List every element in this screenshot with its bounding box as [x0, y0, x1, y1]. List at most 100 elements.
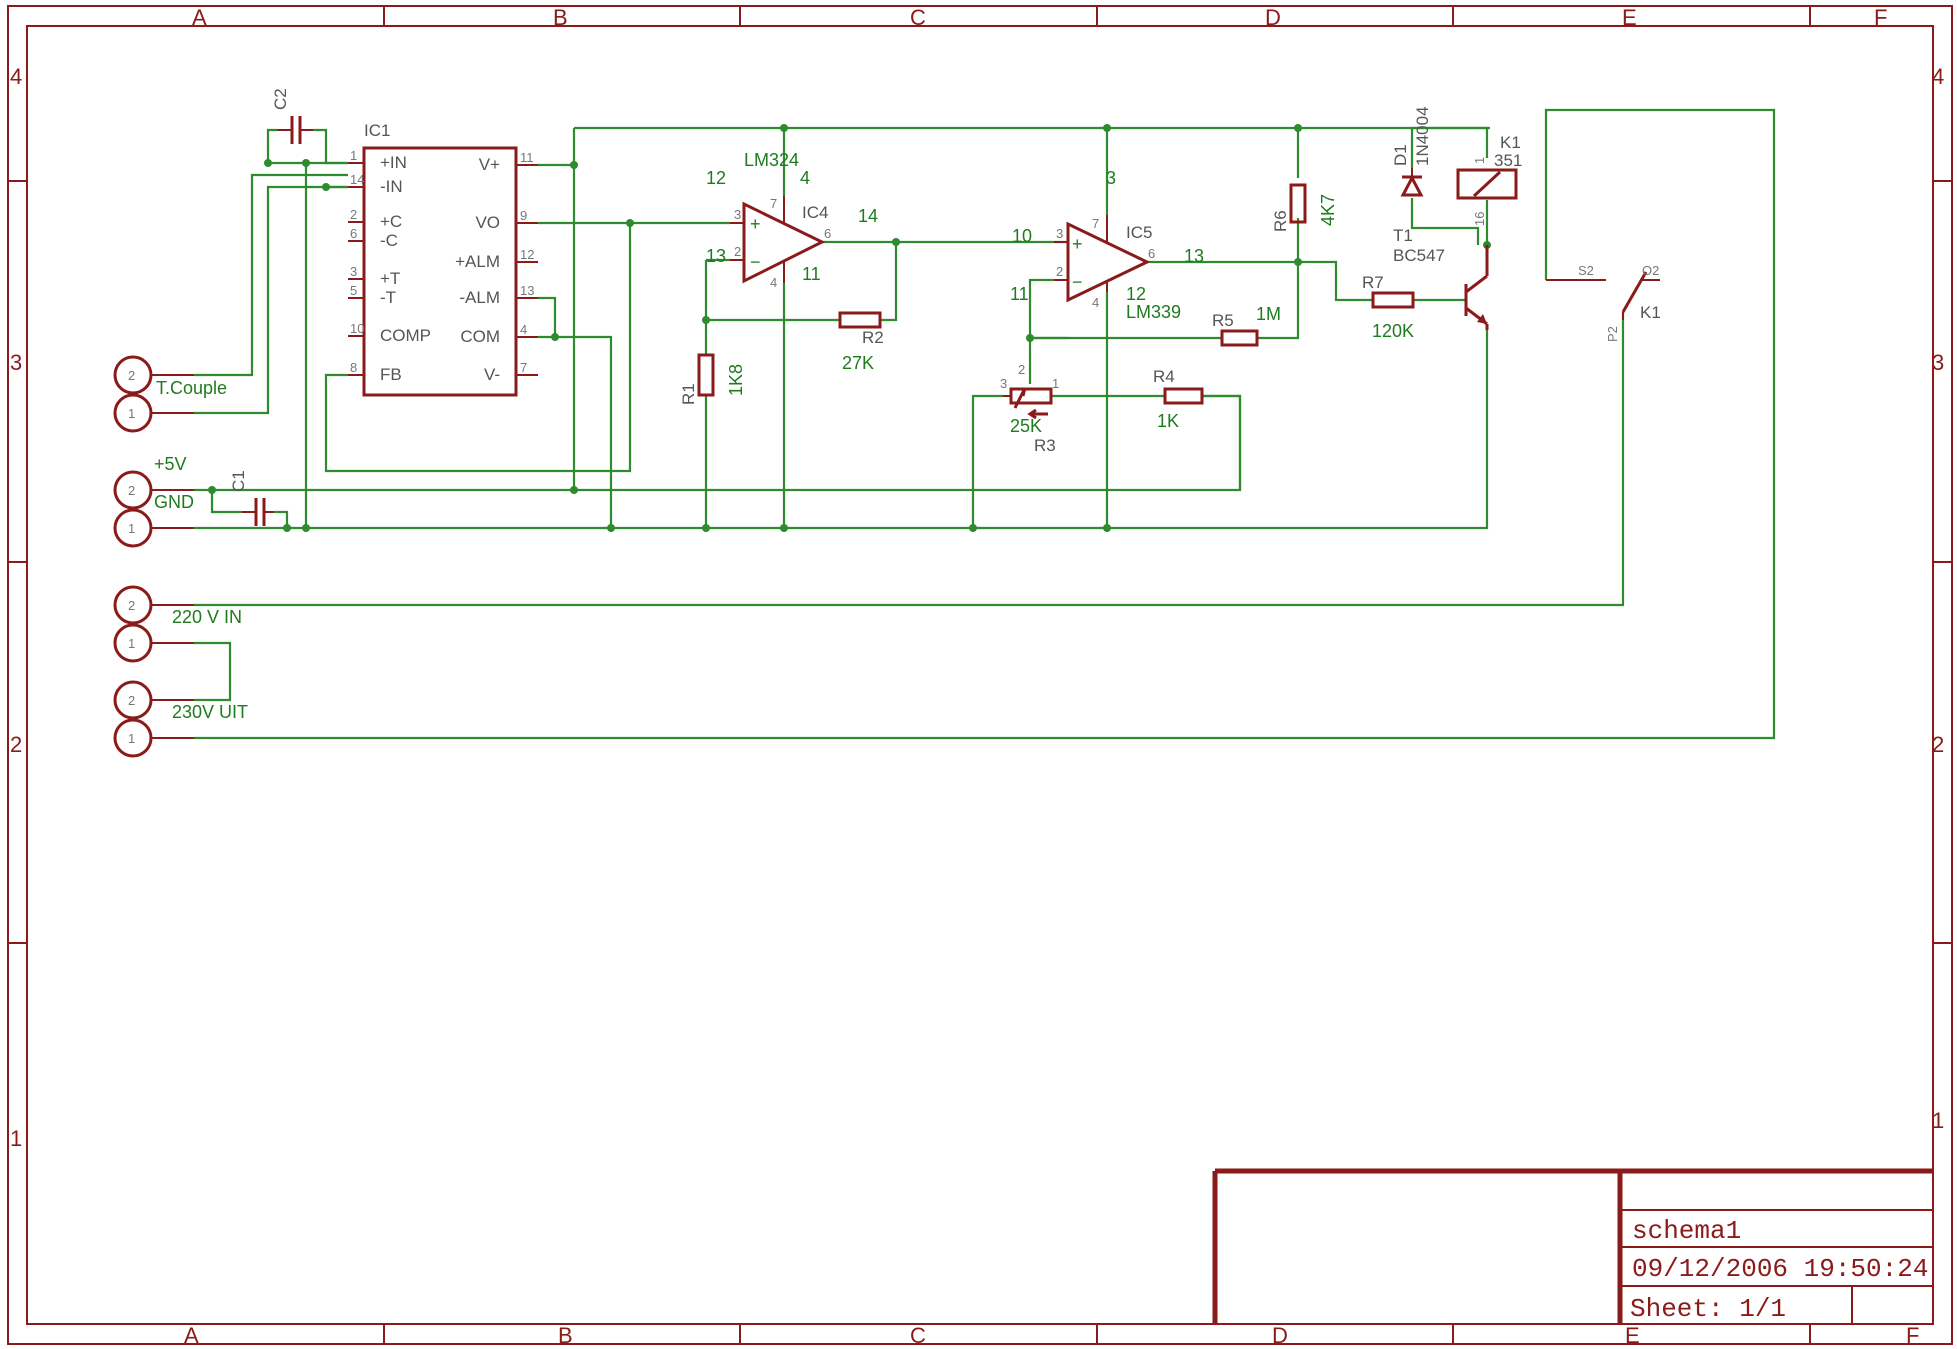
resistor-r4: R4 1K — [1153, 367, 1204, 431]
resistor-r7: R7 120K — [1362, 273, 1415, 341]
ic5-pin-minus: 2 — [1056, 264, 1063, 279]
ic1-pin-number: 7 — [520, 360, 527, 375]
col-label-top-d: D — [1265, 5, 1281, 30]
col-label-top-e: E — [1622, 5, 1637, 30]
relay-coil-k1: K1 351 1 16 — [1456, 133, 1522, 226]
connector-tcouple: 2 T.Couple 1 — [113, 355, 227, 433]
ic4-pin-minus: 2 — [734, 244, 741, 259]
connector-pin-number: 1 — [128, 406, 135, 421]
d1-name: D1 — [1391, 144, 1410, 166]
connector-230v-out: 2 230V UIT 1 — [113, 680, 248, 758]
capacitor-c2: C2 — [271, 88, 313, 144]
ic5-net-top: 3 — [1106, 168, 1116, 188]
r5-value: 1M — [1256, 304, 1281, 324]
ic1-pin-label: V+ — [479, 155, 500, 174]
k1-switch-pin-p: P2 — [1605, 326, 1620, 342]
k1-pin: 16 — [1472, 212, 1487, 226]
ic4-type: LM324 — [744, 150, 799, 170]
col-label-top-b: B — [553, 5, 568, 30]
ic4-pin-plus: 3 — [734, 207, 741, 222]
r6-name: R6 — [1271, 210, 1290, 232]
ic1-pin-label: VO — [475, 213, 500, 232]
connector-label-5v: +5V — [154, 454, 187, 474]
ic1-pin-label: -ALM — [459, 288, 500, 307]
ic4-plus-sign: + — [750, 214, 761, 234]
r1-name: R1 — [679, 383, 698, 405]
k1-switch-pin-s: S2 — [1578, 263, 1594, 278]
connector-label-gnd: GND — [154, 492, 194, 512]
ic1-pin-label: -T — [380, 288, 396, 307]
col-label-bottom-a: A — [184, 1323, 199, 1348]
diode-d1: D1 1N4004 — [1391, 106, 1432, 197]
ic1-pin-label: COMP — [380, 326, 431, 345]
connector-pin-number: 1 — [128, 731, 135, 746]
connector-pin-number: 1 — [128, 636, 135, 651]
connector-label-220v: 220 V IN — [172, 607, 242, 627]
ic1-pin-number: 3 — [350, 264, 357, 279]
connector-label-tcouple: T.Couple — [156, 378, 227, 398]
c2-name: C2 — [271, 88, 290, 110]
ic1-pin-number: 5 — [350, 283, 357, 298]
r1-value: 1K8 — [726, 364, 746, 396]
title-block-sheet: Sheet: 1/1 — [1630, 1294, 1786, 1324]
k1-switch-pin-o: O2 — [1642, 263, 1659, 278]
ic1-pin-label: -C — [380, 231, 398, 250]
ic1-pin-label: V- — [484, 365, 500, 384]
ic1-pin-number: 2 — [350, 207, 357, 222]
r4-value: 1K — [1157, 411, 1179, 431]
connector-power: 2 +5V 1 GND — [113, 454, 194, 548]
r2-name: R2 — [862, 328, 884, 347]
k1-name: K1 — [1500, 133, 1521, 152]
ic5-net-plus: 10 — [1012, 226, 1032, 246]
col-label-top-c: C — [910, 5, 926, 30]
row-label-left-1: 1 — [10, 1126, 22, 1151]
t1-name: T1 — [1393, 226, 1413, 245]
row-label-left-4: 4 — [10, 64, 22, 89]
ic4-minus-sign: − — [750, 252, 761, 272]
ic1-pin-label: +C — [380, 212, 402, 231]
r7-value: 120K — [1372, 321, 1414, 341]
col-label-bottom-e: E — [1625, 1323, 1640, 1348]
ic5-pin-plus: 3 — [1056, 226, 1063, 241]
r3-pin: 3 — [1000, 376, 1007, 391]
relay-switch-k1: S2 O2 P2 K1 — [1546, 263, 1661, 342]
resistor-r6: R6 4K7 — [1271, 183, 1338, 232]
ic5-type: LM339 — [1126, 302, 1181, 322]
ic1-pin-number: 1 — [350, 148, 357, 163]
comparator-ic5: + − 3 2 6 7 4 IC5 LM339 10 11 13 3 12 — [1010, 168, 1204, 338]
title-block: schema1 09/12/2006 19:50:24 Sheet: 1/1 — [1212, 1168, 1933, 1324]
resistor-r2: R2 27K — [838, 311, 884, 373]
r3-pin: 1 — [1052, 376, 1059, 391]
connector-pin-number: 2 — [128, 598, 135, 613]
r3-name: R3 — [1034, 436, 1056, 455]
ic1-pin-number: 6 — [350, 226, 357, 241]
ic1-pin-label: -IN — [380, 177, 403, 196]
ic4-net-out: 14 — [858, 206, 878, 226]
drawing-frame: A B C D E F A B C D E F 4 3 2 1 4 3 2 1 — [7, 5, 1953, 1348]
potentiometer-r3: 3 2 1 25K R3 — [1000, 362, 1059, 455]
ic1-pin-number: 4 — [520, 322, 527, 337]
ic5-plus-sign: + — [1072, 234, 1083, 254]
ic5-pin-bottom: 4 — [1092, 295, 1099, 310]
ic5-net-minus: 11 — [1010, 284, 1029, 304]
ic1-pin-number: 11 — [520, 150, 534, 165]
opamp-ic4: + − 3 2 6 7 4 IC4 LM324 12 13 14 4 11 — [706, 150, 878, 290]
col-label-bottom-f: F — [1906, 1323, 1919, 1348]
c1-name: C1 — [229, 470, 248, 492]
wires — [194, 108, 1776, 740]
ic5-net-out: 13 — [1184, 246, 1204, 266]
ic1-pin-label: +ALM — [455, 252, 500, 271]
ic4-name: IC4 — [802, 203, 828, 222]
ic4-net-top: 4 — [800, 168, 810, 188]
title-block-name: schema1 — [1632, 1216, 1741, 1246]
ic4-pin-top: 7 — [770, 196, 777, 211]
resistor-r5: R5 1M — [1212, 304, 1281, 347]
ic1-pin-label: FB — [380, 365, 402, 384]
ic1-pin-label: +T — [380, 269, 400, 288]
k1-switch-name: K1 — [1640, 303, 1661, 322]
t1-value: BC547 — [1393, 246, 1445, 265]
k1-value: 351 — [1494, 151, 1522, 170]
ic4-pin-out: 6 — [824, 226, 831, 241]
ic1-pin-number: 10 — [350, 321, 364, 336]
